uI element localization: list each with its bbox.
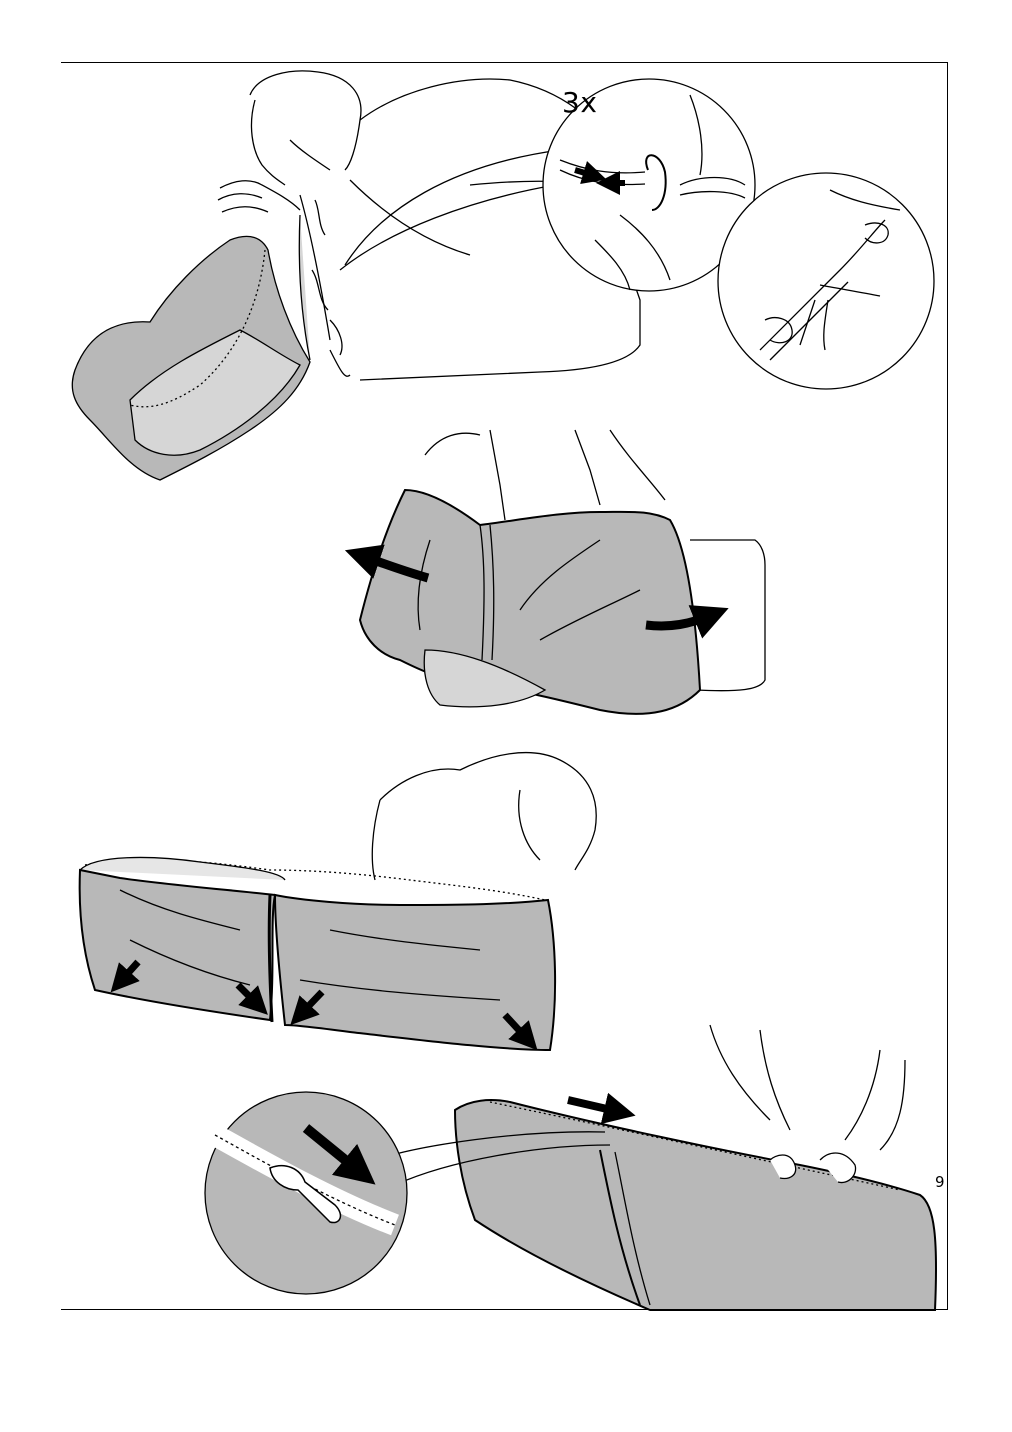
repeat-count-label: 3x [562, 86, 598, 119]
stretch-arrow-icon [645, 605, 729, 639]
step-2-stretch-cover [344, 429, 766, 715]
push-corner-arrow-icon [110, 959, 141, 993]
step-1-tie-cover [71, 70, 641, 481]
page-frame [61, 62, 948, 1310]
page-number: 9 [935, 1173, 945, 1191]
push-corner-arrow-icon [502, 1012, 538, 1051]
zip-direction-arrow-icon [567, 1092, 636, 1124]
step-4-zip-cover [374, 1024, 938, 1311]
push-corner-arrow-icon [290, 989, 325, 1026]
tie-loop-detail-icon [542, 78, 756, 292]
push-corner-arrow-icon [235, 982, 268, 1015]
stretch-arrow-icon [344, 544, 430, 583]
zipper-detail-icon [204, 1091, 408, 1295]
step-3-fill-cover [78, 751, 597, 1052]
zip-direction-arrow-icon [302, 1124, 376, 1185]
knot-detail-icon [717, 172, 935, 390]
